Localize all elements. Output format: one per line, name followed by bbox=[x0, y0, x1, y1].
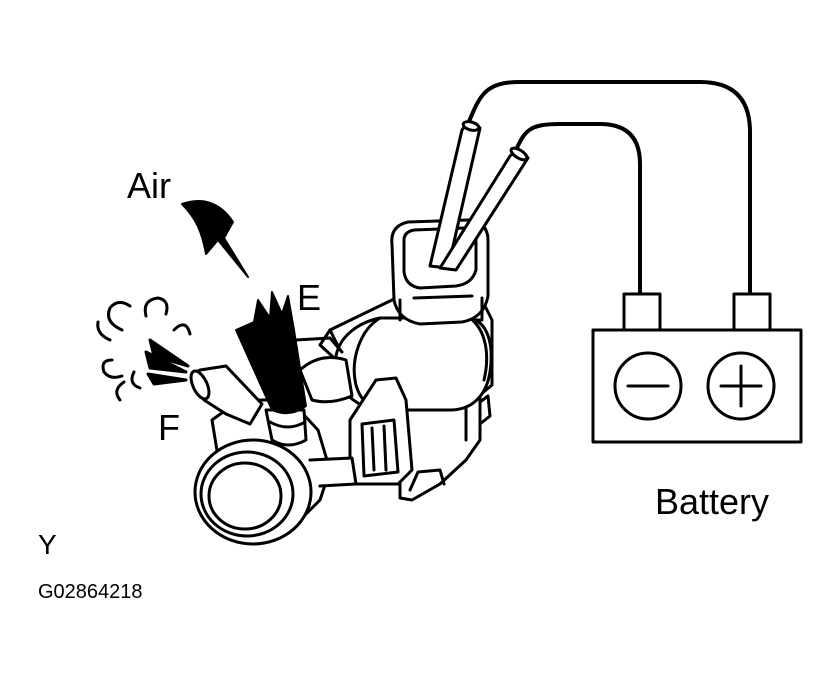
air-arrow bbox=[181, 200, 249, 278]
port-f-label: F bbox=[158, 407, 180, 448]
battery-positive-terminal bbox=[732, 292, 772, 332]
hose-e bbox=[235, 291, 307, 415]
view-label: Y bbox=[38, 529, 57, 560]
battery-label: Battery bbox=[655, 481, 770, 522]
figure-code: G02864218 bbox=[38, 581, 143, 603]
battery-wires bbox=[466, 80, 752, 296]
battery bbox=[591, 292, 803, 444]
air-label: Air bbox=[127, 165, 171, 206]
port-e-label: E bbox=[297, 277, 322, 318]
air-puff bbox=[96, 296, 192, 402]
vacuum-switching-valve bbox=[189, 120, 530, 546]
minus-icon bbox=[613, 351, 683, 421]
plus-icon bbox=[706, 351, 776, 421]
battery-negative-terminal bbox=[622, 292, 662, 332]
